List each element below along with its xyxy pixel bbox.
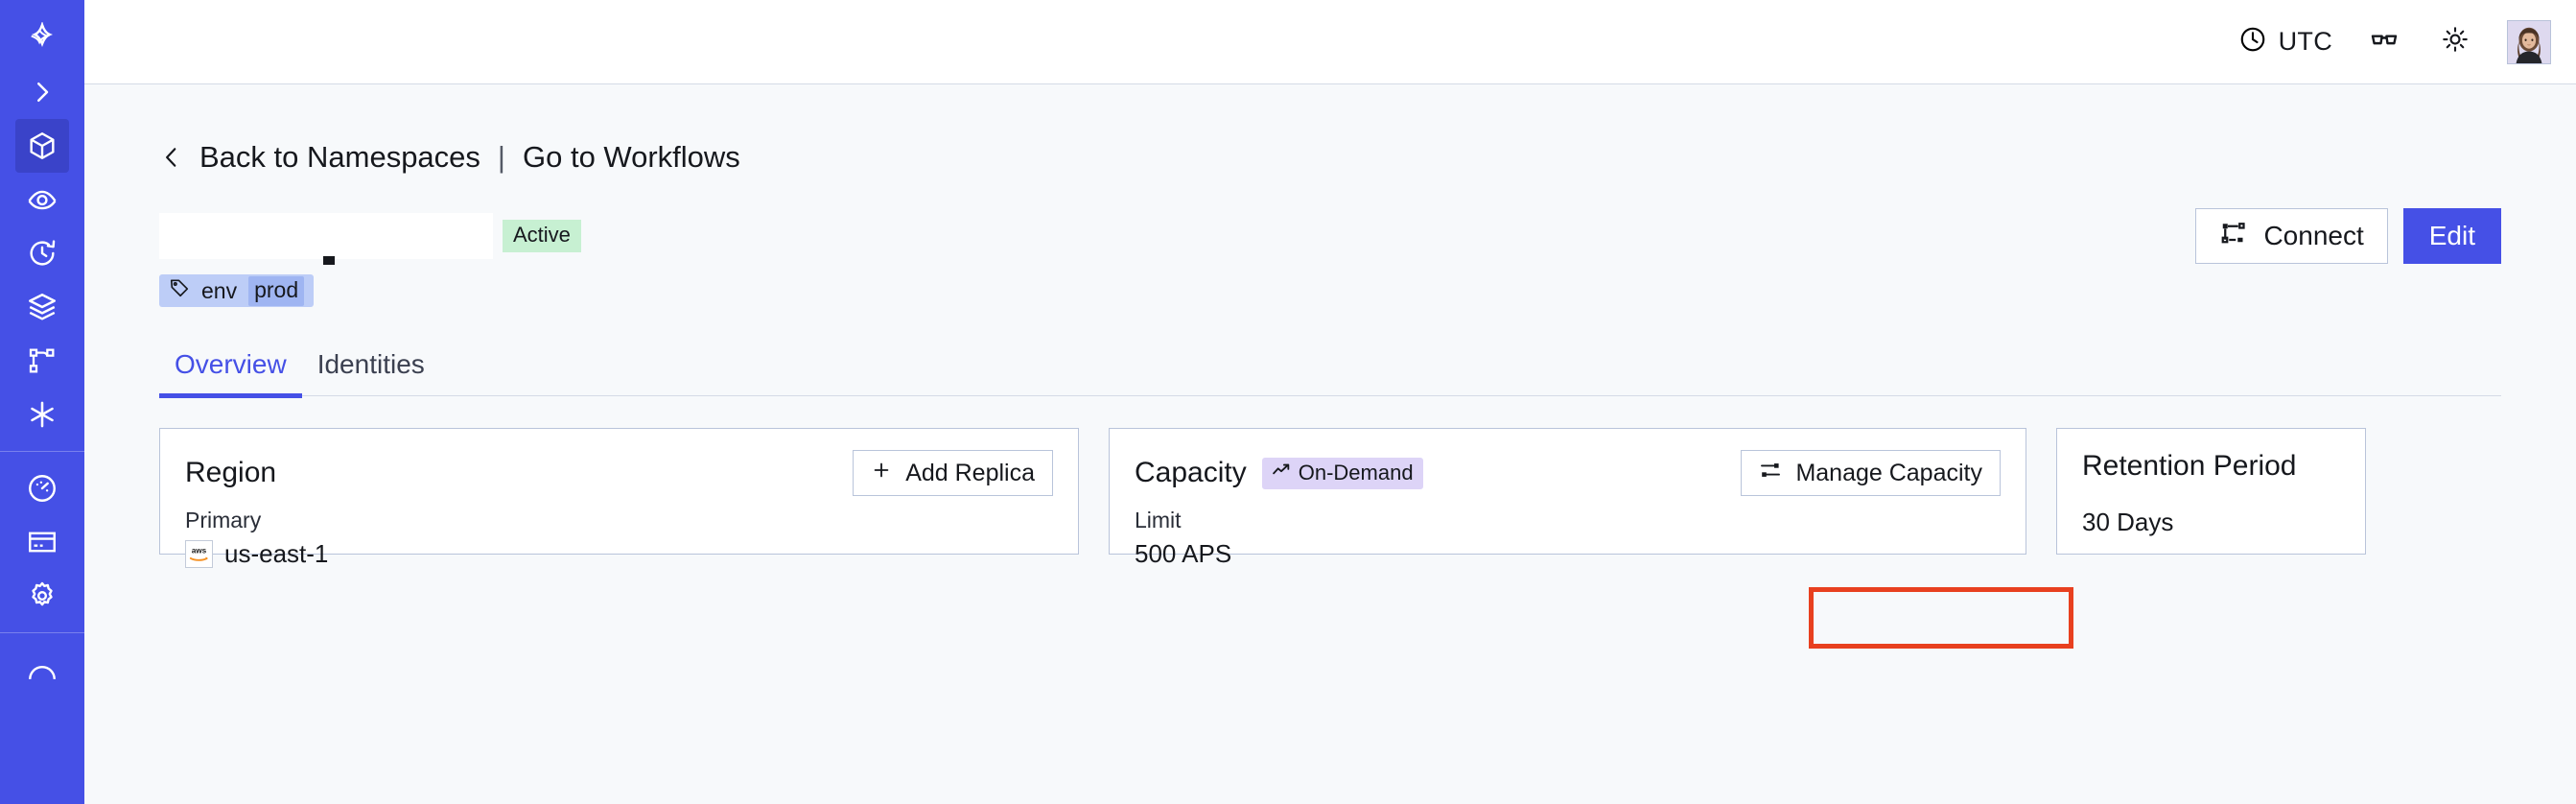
aws-icon: aws <box>185 540 213 568</box>
svg-text:aws: aws <box>192 547 207 556</box>
left-nav-rail <box>0 0 84 804</box>
breadcrumb: Back to Namespaces | Go to Workflows <box>159 140 2501 175</box>
temporal-logo-icon <box>26 22 59 55</box>
page-content: Back to Namespaces | Go to Workflows Act… <box>84 84 2576 804</box>
add-replica-label: Add Replica <box>905 459 1035 486</box>
sidebar-item-billing[interactable] <box>15 515 69 569</box>
status-badge: Active <box>503 220 581 252</box>
capacity-card-header: Capacity On-Demand <box>1135 450 2001 496</box>
top-bar: UTC <box>84 0 2576 84</box>
connect-flow-icon <box>2219 219 2248 254</box>
tab-overview[interactable]: Overview <box>159 349 302 398</box>
retention-card-header: Retention Period <box>2082 450 2340 483</box>
on-demand-badge: On-Demand <box>1261 457 1423 489</box>
region-card-header: Region Add Replica <box>185 450 1053 496</box>
breadcrumb-separator: | <box>497 140 505 174</box>
timezone-label: UTC <box>2278 27 2332 56</box>
region-value-row: aws us-east-1 <box>185 539 1053 569</box>
tag-icon <box>169 277 190 304</box>
page-actions: Connect Edit <box>2195 208 2501 264</box>
region-value: us-east-1 <box>224 539 329 568</box>
region-card: Region Add Replica Primary <box>159 428 1079 568</box>
layers-icon <box>26 291 59 323</box>
region-sub-label: Primary <box>185 508 262 532</box>
sidebar-item-expand[interactable] <box>15 65 69 119</box>
tag-key: env <box>201 277 238 303</box>
avatar[interactable] <box>2507 19 2551 64</box>
breadcrumb-back-link[interactable]: Back to Namespaces <box>199 140 480 174</box>
sidebar-item-workflows[interactable] <box>15 334 69 388</box>
main-column: UTC <box>84 0 2576 804</box>
chevron-left-icon[interactable] <box>159 142 184 173</box>
timezone-selector[interactable]: UTC <box>2238 25 2332 59</box>
retention-card-title: Retention Period <box>2082 450 2297 482</box>
sidebar-item-history[interactable] <box>15 226 69 280</box>
sidebar-item-observability[interactable] <box>15 173 69 226</box>
capacity-value: 500 APS <box>1135 539 1232 568</box>
page-title-row: Active Connect <box>159 208 2501 265</box>
help-circle-icon <box>26 660 59 679</box>
sidebar-item-namespaces[interactable] <box>15 119 69 173</box>
retention-value: 30 Days <box>2082 508 2174 536</box>
sidebar-item-usage[interactable] <box>15 461 69 515</box>
reading-mode-button[interactable] <box>2365 23 2403 61</box>
tag-row: env prod <box>159 274 2501 307</box>
theme-toggle-button[interactable] <box>2436 23 2474 61</box>
capacity-card: Capacity On-Demand <box>1109 428 2026 568</box>
capacity-card-title: Capacity <box>1135 457 1247 488</box>
connect-button[interactable]: Connect <box>2195 208 2388 264</box>
manage-capacity-label: Manage Capacity <box>1795 459 1982 486</box>
tag-value: prod <box>248 275 305 306</box>
rail-divider <box>0 451 84 452</box>
sidebar-item-help[interactable] <box>15 643 69 697</box>
eye-icon <box>26 183 59 216</box>
edit-button-label: Edit <box>2428 221 2475 250</box>
gear-icon <box>26 579 59 612</box>
add-replica-button[interactable]: Add Replica <box>853 450 1053 496</box>
region-card-title: Region <box>185 457 277 488</box>
sidebar-item-logo[interactable] <box>15 12 69 65</box>
sun-icon <box>2441 25 2470 59</box>
user-avatar <box>2508 20 2550 63</box>
retention-card: Retention Period 30 Days <box>2056 428 2366 555</box>
trend-up-icon <box>1272 461 1291 485</box>
gauge-icon <box>26 472 59 505</box>
on-demand-label: On-Demand <box>1298 461 1414 485</box>
rail-divider-bottom <box>0 632 84 633</box>
sidebar-item-integrations[interactable] <box>15 388 69 441</box>
cube-icon <box>26 130 59 162</box>
capacity-sub-label: Limit <box>1135 508 1182 532</box>
tab-bar: Overview Identities <box>159 349 2501 398</box>
tab-identities[interactable]: Identities <box>316 349 425 379</box>
sidebar-item-settings[interactable] <box>15 569 69 623</box>
credit-card-icon <box>26 526 59 558</box>
clock-rewind-icon <box>26 237 59 270</box>
clock-icon <box>2238 25 2267 59</box>
sliders-icon <box>1759 459 1782 488</box>
glasses-icon <box>2369 24 2400 59</box>
overview-cards: Region Add Replica Primary <box>159 428 2501 568</box>
sidebar-item-layers[interactable] <box>15 280 69 334</box>
edit-button[interactable]: Edit <box>2402 208 2501 264</box>
manage-capacity-button[interactable]: Manage Capacity <box>1741 450 2001 496</box>
git-branch-icon <box>27 345 58 376</box>
breadcrumb-workflows-link[interactable]: Go to Workflows <box>522 140 740 174</box>
asterisk-icon <box>26 398 59 431</box>
connect-button-label: Connect <box>2263 221 2364 250</box>
chevron-right-icon <box>28 78 57 106</box>
plus-icon <box>871 460 892 487</box>
top-bar-actions: UTC <box>2238 19 2551 64</box>
namespace-tag[interactable]: env prod <box>159 274 315 307</box>
page-title <box>159 213 493 265</box>
